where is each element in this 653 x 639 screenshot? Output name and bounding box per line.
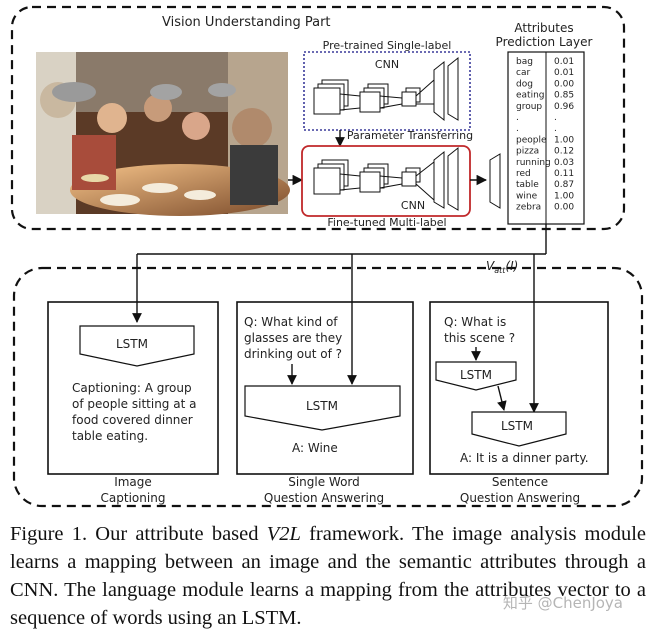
attributes-title-2: Prediction Layer (496, 35, 593, 49)
figure-caption: Figure 1. Our attribute based V2L framew… (10, 520, 646, 632)
caption-prefix: Figure 1. Our attribute based (10, 523, 267, 545)
attribute-name: bag (516, 57, 533, 67)
attributes-title-1: Attributes (514, 21, 573, 35)
sentence-lstm-label-2: LSTM (501, 419, 533, 433)
attributes-rows: bag 0.01 car 0.01 dog 0.00 eating 0.85 group 0.96… (516, 57, 574, 213)
language-part-box (12, 266, 644, 508)
vision-part-title: Vision Understanding Part (162, 15, 331, 30)
single-word-lstm-label: LSTM (306, 399, 338, 413)
attribute-value: 0.00 (554, 79, 574, 89)
sentence-panel (429, 301, 609, 475)
attribute-value: 0.01 (554, 57, 574, 67)
sentence-lstm-block-2 (471, 411, 567, 447)
pretrained-cnn-label: CNN (375, 58, 399, 71)
sentence-question-2: this scene ? (444, 331, 515, 345)
transfer-label: Parameter Transferring (347, 129, 473, 142)
attribute-value: 0.01 (554, 68, 574, 78)
attribute-name: . (516, 124, 519, 134)
attribute-name: wine (516, 191, 538, 201)
pretrained-cnn-box (303, 51, 471, 131)
watermark: 知乎 @ChenJoya (502, 594, 623, 612)
single-word-question-3: drinking out of ? (244, 347, 342, 361)
prediction-layer-shape (489, 153, 501, 209)
vatt-label: Vatt(I) (486, 259, 518, 275)
attribute-value: 0.11 (554, 169, 574, 179)
attribute-value: 1.00 (554, 191, 574, 201)
attribute-value: 0.00 (554, 203, 574, 213)
attribute-name: people (516, 135, 547, 145)
lstm-chain-arrow (497, 385, 507, 411)
attribute-name: zebra (516, 203, 541, 213)
attribute-name: group (516, 102, 542, 112)
captioning-lstm-label: LSTM (116, 337, 148, 351)
vision-part-box (10, 5, 626, 231)
finetuned-label: Fine-tuned Multi-label (327, 216, 446, 229)
attribute-name: pizza (516, 147, 539, 157)
captioning-lstm-block (79, 325, 195, 367)
captioning-label-2: Captioning (101, 491, 166, 505)
dinner-photo (36, 52, 290, 216)
captioning-text-2: of people sitting at a (72, 397, 196, 411)
attribute-value: 0.03 (554, 158, 574, 168)
caption-emphasis: V2L (266, 523, 301, 545)
attribute-value: . (554, 113, 557, 123)
single-word-panel (236, 301, 414, 475)
pretrained-cnn-icon (313, 56, 459, 122)
attribute-value: 0.87 (554, 180, 574, 190)
attribute-value: 0.96 (554, 102, 574, 112)
sentence-lstm-block-1 (435, 361, 517, 391)
caption-suffix: framework. The image analysis module lea… (10, 523, 646, 629)
single-word-label-1: Single Word (288, 475, 360, 489)
attribute-name: red (516, 169, 531, 179)
single-word-answer: A: Wine (292, 441, 338, 455)
attribute-value: . (554, 124, 557, 134)
attribute-name: . (516, 113, 519, 123)
captioning-panel (47, 301, 219, 475)
attribute-name: dog (516, 79, 533, 89)
sentence-label-2: Question Answering (460, 491, 580, 505)
finetuned-cnn-box (301, 145, 471, 217)
single-word-question-1: Q: What kind of (244, 315, 338, 329)
attribute-value: 1.00 (554, 135, 574, 145)
sentence-label-1: Sentence (492, 475, 548, 489)
captioning-text-4: table eating. (72, 429, 148, 443)
single-word-question-2: glasses are they (244, 331, 342, 345)
captioning-text-3: food covered dinner (72, 413, 193, 427)
pretrained-label: Pre-trained Single-label (323, 39, 452, 52)
attribute-name: car (516, 68, 530, 78)
sentence-question-1: Q: What is (444, 315, 506, 329)
attribute-name: eating (516, 91, 545, 101)
single-word-lstm-block (244, 385, 401, 431)
sentence-lstm-label-1: LSTM (460, 368, 492, 382)
finetuned-cnn-icon (313, 146, 459, 211)
sentence-answer: A: It is a dinner party. (460, 451, 589, 465)
single-word-label-2: Question Answering (264, 491, 384, 505)
attribute-value: 0.85 (554, 91, 574, 101)
attribute-value: 0.12 (554, 147, 574, 157)
finetuned-cnn-label: CNN (401, 199, 425, 212)
attribute-name: table (516, 180, 539, 190)
captioning-label-1: Image (114, 475, 152, 489)
captioning-text-1: Captioning: A group (72, 381, 192, 395)
attribute-name: running (516, 158, 551, 168)
